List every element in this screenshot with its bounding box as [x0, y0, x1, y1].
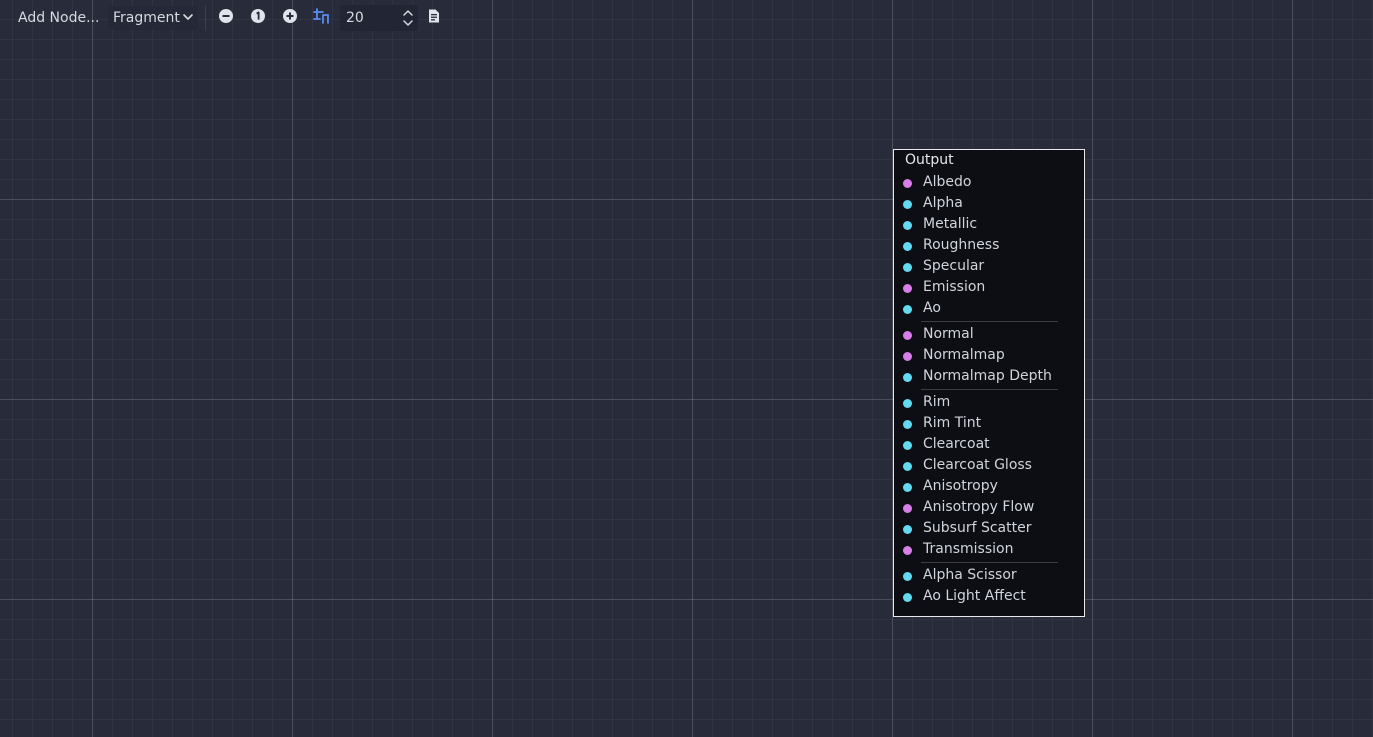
toolbar-divider: [205, 5, 206, 31]
port-label: Rim Tint: [923, 415, 982, 431]
zoom-out-button[interactable]: [217, 9, 235, 27]
snap-grid-icon: [312, 7, 330, 29]
input-port[interactable]: Roughness: [894, 236, 1084, 257]
port-label: Ao Light Affect: [923, 588, 1026, 604]
snap-step-spinbox[interactable]: 20: [340, 5, 418, 31]
add-node-label: Add Node...: [18, 10, 100, 26]
port-connector[interactable]: [903, 462, 912, 471]
port-label: Ao: [923, 300, 941, 316]
port-connector[interactable]: [903, 593, 912, 602]
document-icon: [427, 8, 441, 28]
minus-circle-icon: [218, 8, 234, 28]
input-port[interactable]: Clearcoat: [894, 435, 1084, 456]
port-label: Alpha: [923, 195, 963, 211]
input-port[interactable]: Alpha: [894, 194, 1084, 215]
port-connector[interactable]: [903, 179, 912, 188]
plus-circle-icon: [282, 8, 298, 28]
port-connector[interactable]: [903, 352, 912, 361]
port-connector[interactable]: [903, 373, 912, 382]
input-port[interactable]: Specular: [894, 257, 1084, 278]
shader-mode-value: Fragment: [113, 10, 180, 26]
port-connector[interactable]: [903, 242, 912, 251]
port-label: Roughness: [923, 237, 1000, 253]
add-node-button[interactable]: Add Node...: [18, 6, 99, 30]
port-connector[interactable]: [903, 483, 912, 492]
port-connector[interactable]: [903, 441, 912, 450]
input-port[interactable]: Clearcoat Gloss: [894, 456, 1084, 477]
port-connector[interactable]: [903, 305, 912, 314]
port-connector[interactable]: [903, 331, 912, 340]
port-connector[interactable]: [903, 221, 912, 230]
zoom-in-button[interactable]: [281, 9, 299, 27]
port-label: Alpha Scissor: [923, 567, 1017, 583]
chevron-down-icon: [182, 11, 194, 27]
input-port[interactable]: Ao Light Affect: [894, 587, 1084, 608]
port-label: Metallic: [923, 216, 978, 232]
port-label: Normal: [923, 326, 974, 342]
port-label: Anisotropy: [923, 478, 998, 494]
zoom-reset-button[interactable]: [249, 9, 267, 27]
input-port[interactable]: Rim: [894, 393, 1084, 414]
input-port[interactable]: Anisotropy Flow: [894, 498, 1084, 519]
port-connector[interactable]: [903, 399, 912, 408]
input-port[interactable]: Normalmap: [894, 346, 1084, 367]
snap-toggle-button[interactable]: [312, 7, 330, 29]
port-label: Clearcoat: [923, 436, 990, 452]
port-connector[interactable]: [903, 572, 912, 581]
input-port[interactable]: Rim Tint: [894, 414, 1084, 435]
input-port[interactable]: Transmission: [894, 540, 1084, 561]
node-title: Output: [905, 152, 954, 168]
input-port[interactable]: Alpha Scissor: [894, 566, 1084, 587]
port-label: Normalmap Depth: [923, 368, 1052, 384]
port-connector[interactable]: [903, 546, 912, 555]
port-group-separator: [921, 321, 1058, 322]
port-connector[interactable]: [903, 525, 912, 534]
port-label: Albedo: [923, 174, 972, 190]
input-port[interactable]: Subsurf Scatter: [894, 519, 1084, 540]
shader-mode-dropdown[interactable]: Fragment: [108, 6, 198, 30]
show-code-button[interactable]: [425, 9, 443, 27]
port-label: Emission: [923, 279, 986, 295]
input-port[interactable]: Albedo: [894, 173, 1084, 194]
port-label: Subsurf Scatter: [923, 520, 1032, 536]
input-port[interactable]: Emission: [894, 278, 1084, 299]
input-port[interactable]: Metallic: [894, 215, 1084, 236]
port-label: Transmission: [923, 541, 1014, 557]
updown-arrows-icon[interactable]: [402, 8, 414, 28]
port-group-separator: [921, 389, 1058, 390]
port-connector[interactable]: [903, 504, 912, 513]
port-group-separator: [921, 562, 1058, 563]
port-label: Clearcoat Gloss: [923, 457, 1032, 473]
port-connector[interactable]: [903, 284, 912, 293]
port-label: Anisotropy Flow: [923, 499, 1035, 515]
input-port[interactable]: Normal: [894, 325, 1084, 346]
port-label: Normalmap: [923, 347, 1005, 363]
port-connector[interactable]: [903, 420, 912, 429]
port-label: Rim: [923, 394, 951, 410]
snap-step-value: 20: [346, 10, 364, 26]
port-connector[interactable]: [903, 200, 912, 209]
one-circle-icon: [250, 8, 266, 28]
input-port[interactable]: Ao: [894, 299, 1084, 320]
input-port[interactable]: Normalmap Depth: [894, 367, 1084, 388]
input-port[interactable]: Anisotropy: [894, 477, 1084, 498]
port-connector[interactable]: [903, 263, 912, 272]
port-label: Specular: [923, 258, 985, 274]
